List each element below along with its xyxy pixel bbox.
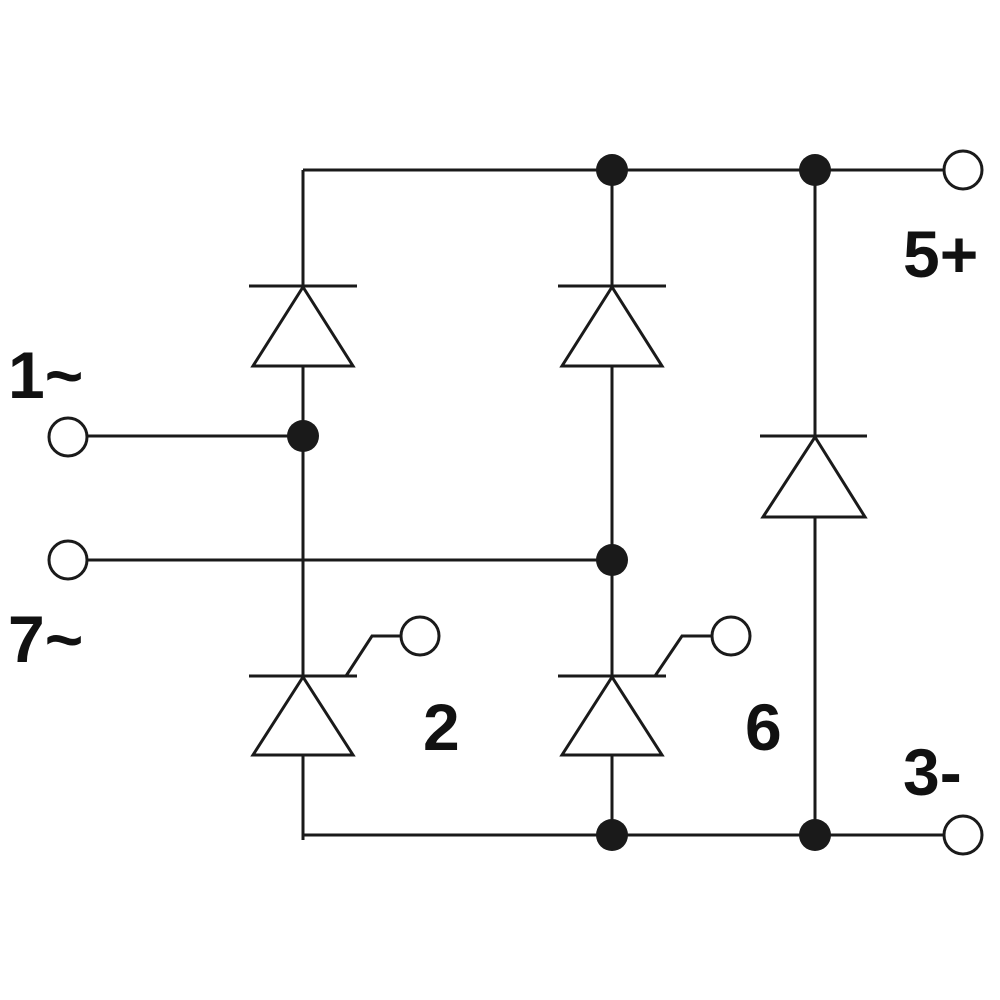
- gate-6-lead: [653, 634, 713, 677]
- terminal-gate-6: [710, 615, 752, 657]
- right-freewheel-diode: [760, 434, 868, 519]
- junction-dot: [799, 154, 831, 186]
- terminal-gate-2: [399, 615, 441, 657]
- label-terminal-3: 3-: [903, 735, 962, 809]
- label-terminal-1: 1~: [8, 338, 83, 412]
- terminal-5-plus: [942, 149, 984, 191]
- junction-dot: [287, 420, 319, 452]
- label-gate-6: 6: [745, 690, 782, 764]
- junction-dot: [596, 154, 628, 186]
- junction-dot: [596, 819, 628, 851]
- upper-left-diode: [249, 284, 357, 368]
- terminal-7-ac: [47, 539, 89, 581]
- gate-2-lead: [344, 634, 402, 677]
- label-gate-2: 2: [423, 690, 460, 764]
- terminal-1-ac: [47, 416, 89, 458]
- upper-middle-diode: [558, 284, 666, 368]
- label-terminal-7: 7~: [8, 602, 83, 676]
- lower-middle-thyristor: [558, 634, 713, 757]
- label-terminal-5: 5+: [903, 217, 978, 291]
- terminal-3-minus: [942, 814, 984, 856]
- junction-dot: [799, 819, 831, 851]
- junction-dot: [596, 544, 628, 576]
- lower-left-thyristor: [249, 634, 402, 757]
